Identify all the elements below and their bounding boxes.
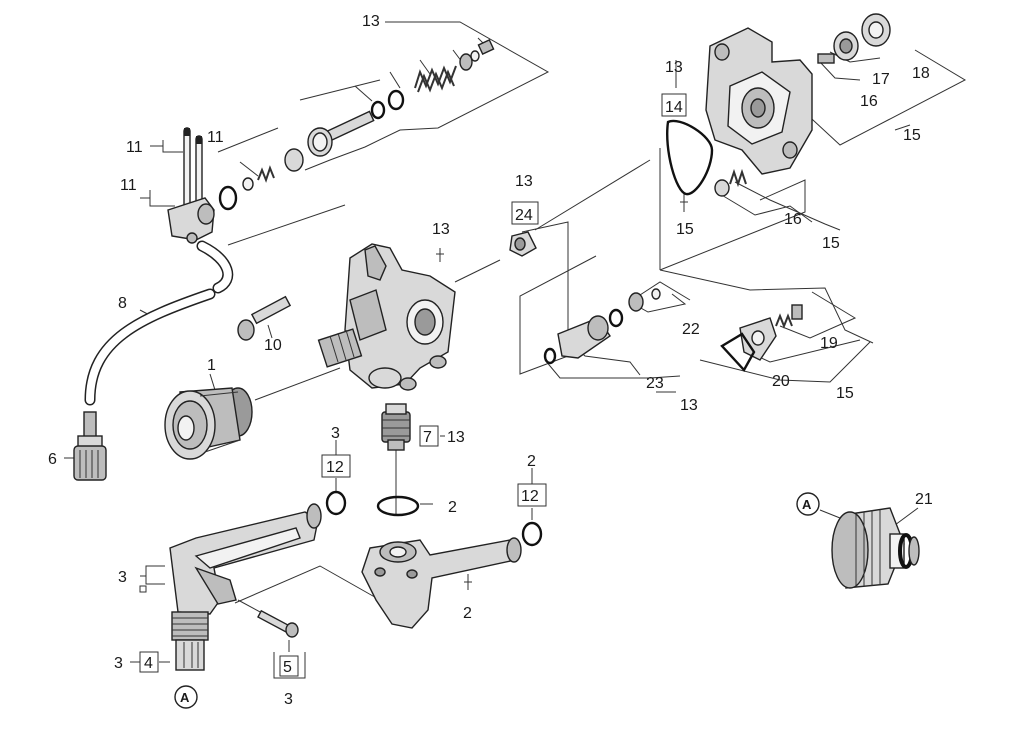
label-11-b: 11 [207,129,224,146]
adapter-21 [831,507,920,589]
pump-head-15 [705,27,813,175]
label-2-c: 2 [463,605,472,622]
label-15-d: 15 [836,385,854,402]
label-3-a: 3 [331,425,340,442]
screw-10 [237,295,292,341]
connector-nut-1 [164,387,253,460]
label-7: 7 [423,429,432,446]
o-ring-12-right [521,521,543,547]
callout-a-circle-right [796,492,820,516]
callout-a-circle-bottom [174,685,198,709]
label-17: 17 [872,71,890,88]
label-20: 20 [772,373,790,390]
leader-lines [64,21,967,679]
label-6: 6 [48,451,57,468]
label-15-b: 15 [903,127,921,144]
label-2-a: 2 [448,499,457,516]
callout-a-bottom: A [180,690,190,705]
label-16-b: 16 [784,211,802,228]
valve-22-23 [543,288,661,365]
manifold-3 [169,503,322,671]
label-1: 1 [207,357,216,374]
label-13-center: 13 [432,221,450,238]
label-13-top: 13 [362,13,380,30]
valve-19-20 [720,304,803,373]
o-ring-12-left [325,490,347,516]
callout-a-right: A [802,497,812,512]
label-18: 18 [912,65,930,82]
label-12-a: 12 [326,459,344,476]
label-13-plate: 13 [665,59,683,76]
screw-5 [257,609,299,638]
label-4: 4 [144,655,153,672]
label-8: 8 [118,295,127,312]
label-boxes [139,93,687,677]
label-11-c: 11 [120,177,137,194]
pump-housing [317,243,456,391]
label-5: 5 [283,659,292,676]
manifold-2 [361,537,522,629]
label-11-a: 11 [126,139,143,156]
cartridge-7 [381,403,411,451]
label-24: 24 [515,207,533,224]
spring-16 [714,168,747,197]
label-19: 19 [820,335,838,352]
label-3-d: 3 [284,691,293,708]
spring-top [414,65,457,93]
label-3-c: 3 [114,655,123,672]
label-2-b: 2 [527,453,536,470]
label-21: 21 [915,491,933,508]
label-10: 10 [264,337,282,354]
label-13-by-23: 13 [680,397,698,414]
hose-and-filter [73,240,234,481]
label-16-a: 16 [860,93,878,110]
valve-24 [509,231,537,257]
label-22: 22 [682,321,700,338]
label-3-b: 3 [118,569,127,586]
label-13-by-7: 13 [447,429,465,446]
label-14: 14 [665,99,683,116]
label-12-b: 12 [521,488,539,505]
label-15-a: 15 [676,221,694,238]
label-23: 23 [646,375,664,392]
label-13-valve: 13 [515,173,533,190]
label-15-c: 15 [822,235,840,252]
pump-head-fittings [817,13,891,64]
o-ring-2 [376,495,420,517]
part-labels: 13 11 11 11 8 10 1 6 13 13 24 13 14 15 1… [48,13,933,708]
plate-seal-14 [666,119,714,196]
top-valve-parts [167,39,495,244]
